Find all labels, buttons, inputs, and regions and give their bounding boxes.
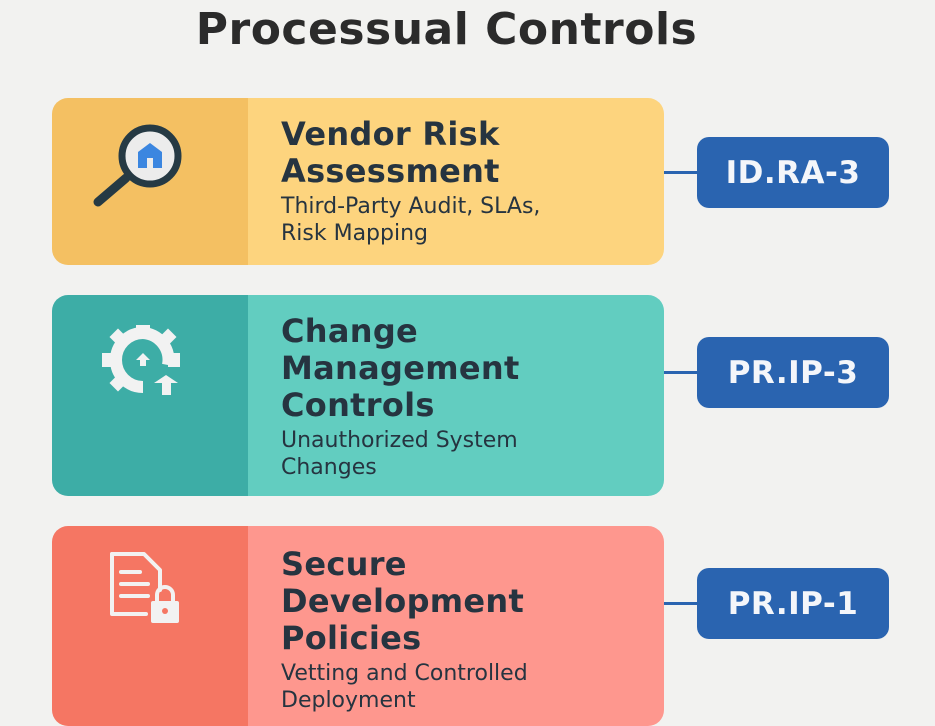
gear-arrows-icon [102,325,180,395]
card-subtitle: Unauthorized System Changes [281,428,518,480]
card-title: Vendor Risk Assessment [281,115,500,190]
text-panel: Change Management Controls Unauthorized … [248,295,664,496]
magnifier-house-icon [93,124,182,207]
text-panel: Secure Development Policies Vetting and … [248,526,664,726]
control-code-badge: PR.IP-3 [697,337,889,408]
control-code-badge: PR.IP-1 [697,568,889,639]
control-card-change-management: Change Management Controls Unauthorized … [52,295,664,496]
icon-panel [52,295,248,496]
connector-line [664,602,698,605]
card-subtitle: Third-Party Audit, SLAs, Risk Mapping [281,194,541,246]
card-title: Change Management Controls [281,312,520,424]
card-subtitle: Vetting and Controlled Deployment [281,661,528,713]
control-card-secure-development: Secure Development Policies Vetting and … [52,526,664,726]
page-title: Processual Controls [195,4,698,55]
document-lock-icon [110,552,179,623]
icon-panel [52,98,248,265]
control-code-badge: ID.RA-3 [697,137,889,208]
control-card-vendor-risk: Vendor Risk Assessment Third-Party Audit… [52,98,664,265]
icon-panel [52,526,248,726]
connector-line [664,171,698,174]
card-title: Secure Development Policies [281,545,525,657]
text-panel: Vendor Risk Assessment Third-Party Audit… [248,98,664,265]
connector-line [664,371,698,374]
